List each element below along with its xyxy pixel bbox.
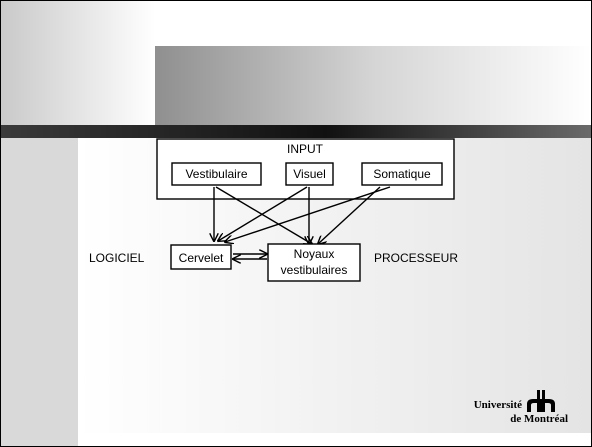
arrows [214,186,391,259]
somatique-box: Somatique [361,162,443,186]
visuel-box: Visuel [285,162,334,186]
somatique-label: Somatique [373,167,431,181]
arrow-visuel-cervelet [218,186,308,241]
logiciel-label: LOGICIEL [89,251,145,265]
visuel-label: Visuel [293,167,325,181]
noyaux-label-line2: vestibulaires [281,263,348,277]
noyaux-box: Noyaux vestibulaires [267,243,361,282]
logo-line2: de Montréal [510,413,568,425]
processeur-label: PROCESSEUR [374,251,458,265]
cervelet-box: Cervelet [170,244,232,270]
logo-emblem-icon [527,390,555,412]
cervelet-label: Cervelet [179,251,224,265]
universite-logo: Université de Montréal [474,390,568,425]
input-label: INPUT [287,142,324,156]
arrow-somatique-noyaux [318,186,381,244]
input-group: INPUT Vestibulaire Visuel Somatique [156,138,455,200]
arrow-somatique-cervelet [225,186,391,242]
vestibulaire-label: Vestibulaire [185,167,247,181]
arrow-vestibulaire-noyaux [215,186,312,244]
vestibulaire-box: Vestibulaire [171,162,262,186]
noyaux-label-line1: Noyaux [294,247,335,261]
logo-line1: Université [474,399,522,411]
